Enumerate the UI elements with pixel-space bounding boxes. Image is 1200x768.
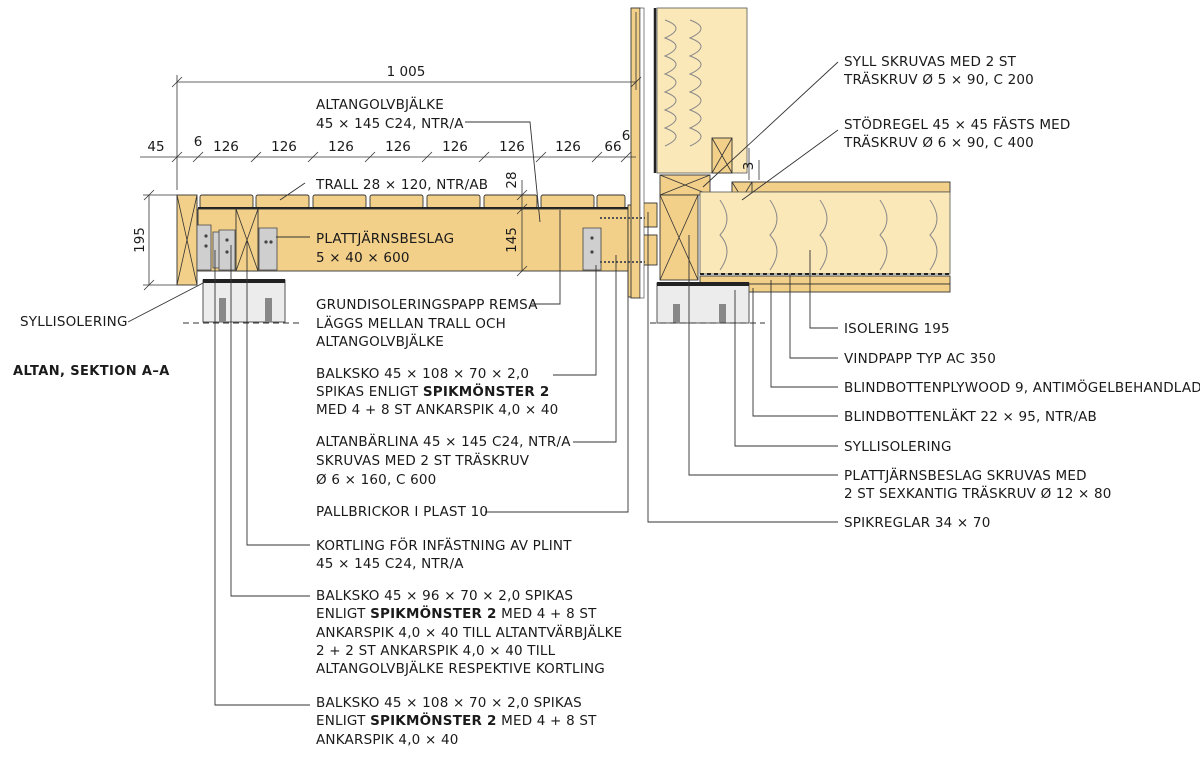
- label-grundisoleringspapp-3: ALTANGOLVBJÄLKE: [316, 332, 444, 350]
- label-plattjarn-skruv-2: 2 ST SEXKANTIG TRÄSKRUV Ø 12 × 80: [844, 484, 1112, 502]
- label-plattjarn-skruv-1: PLATTJÄRNSBESLAG SKRUVAS MED: [844, 466, 1087, 484]
- label-plattjarnsbeslag-1: PLATTJÄRNSBESLAG: [316, 229, 454, 247]
- label-trall: TRALL 28 × 120, NTR/AB: [315, 177, 488, 193]
- label-altangolvbjalke-1: ALTANGOLVBJÄLKE: [316, 95, 444, 113]
- page-title: ALTAN, SEKTION A–A: [13, 364, 170, 379]
- dim-overall: 1 005: [387, 64, 426, 80]
- label-balksko3-1: BALKSKO 45 × 108 × 70 × 2,0 SPIKAS: [316, 695, 582, 711]
- svg-text:45: 45: [147, 139, 164, 155]
- label-altanbarlina-3: Ø 6 × 160, C 600: [316, 472, 436, 488]
- svg-text:28: 28: [504, 171, 520, 188]
- label-isolering: ISOLERING 195: [844, 321, 950, 337]
- label-stodregel-1: STÖDREGEL 45 × 45 FÄSTS MED: [844, 115, 1071, 133]
- label-syllisolering-left: SYLLISOLERING: [20, 314, 128, 330]
- label-blindbottenplywood: BLINDBOTTENPLYWOOD 9, ANTIMÖGELBEHANDLAD: [844, 378, 1200, 396]
- label-stodregel-2: TRÄSKRUV Ø 6 × 90, C 400: [843, 133, 1034, 151]
- dim-ticks: [171, 151, 632, 163]
- label-kortling-2: 45 × 145 C24, NTR/A: [316, 556, 464, 572]
- svg-text:6: 6: [194, 134, 203, 150]
- label-balksko1-1: BALKSKO 45 × 108 × 70 × 2,0: [316, 366, 529, 382]
- house-drawing: [600, 7, 951, 324]
- svg-text:126: 126: [271, 139, 297, 155]
- wall-insulation: [656, 7, 748, 174]
- label-altanbarlina-2: SKRUVAS MED 2 ST TRÄSKRUV: [316, 451, 530, 469]
- label-altangolvbjalke-2: 45 × 145 C24, NTR/A: [316, 116, 464, 132]
- label-blindbottenlakt: BLINDBOTTENLÄKT 22 × 95, NTR/AB: [844, 407, 1097, 425]
- svg-text:195: 195: [132, 227, 148, 253]
- label-balksko3-3: ANKARSPIK 4,0 × 40: [316, 732, 459, 748]
- labels: ALTANGOLVBJÄLKE 45 × 145 C24, NTR/A TRAL…: [13, 54, 1200, 748]
- svg-text:126: 126: [555, 139, 581, 155]
- label-kortling-1: KORTLING FÖR INFÄSTNING AV PLINT: [316, 536, 572, 554]
- label-balksko1-3: MED 4 + 8 ST ANKARSPIK 4,0 × 40: [316, 402, 558, 418]
- label-syll-2: TRÄSKRUV Ø 5 × 90, C 200: [843, 70, 1034, 88]
- label-balksko3-2: ENLIGT SPIKMÖNSTER 2 MED 4 + 8 ST: [316, 711, 597, 729]
- svg-text:126: 126: [385, 139, 411, 155]
- label-balksko2-5: ALTANGOLVBJÄLKE RESPEKTIVE KORTLING: [316, 659, 605, 677]
- svg-text:126: 126: [442, 139, 468, 155]
- label-grundisoleringspapp-2: LÄGGS MELLAN TRALL OCH: [316, 314, 506, 332]
- label-vindpapp: VINDPAPP TYP AC 350: [844, 351, 996, 367]
- label-balksko2-4: 2 + 2 ST ANKARSPIK 4,0 × 40 TILL: [316, 643, 556, 659]
- label-pallbrickor: PALLBRICKOR I PLAST 10: [316, 504, 488, 520]
- label-spikreglar: SPIKREGLAR 34 × 70: [844, 515, 991, 531]
- plint-right: [656, 282, 750, 324]
- label-plattjarnsbeslag-2: 5 × 40 × 600: [316, 250, 410, 266]
- dimensions: 1 005 45 6 126 126 126 126 126 126 126 6…: [132, 12, 760, 291]
- label-grundisoleringspapp-1: GRUNDISOLERINGSPAPP REMSA: [316, 297, 538, 313]
- balksko-shapes: [196, 224, 602, 271]
- plint-left: [202, 279, 286, 323]
- label-altanbarlina-1: ALTANBÄRLINA 45 × 145 C24, NTR/A: [316, 432, 571, 450]
- label-syllisolering-right: SYLLISOLERING: [844, 439, 952, 455]
- leader-lines: [127, 61, 839, 706]
- trall-boards: [199, 194, 626, 209]
- svg-text:66: 66: [604, 139, 621, 155]
- svg-text:126: 126: [213, 139, 239, 155]
- svg-text:145: 145: [504, 227, 520, 253]
- label-balksko2-1: BALKSKO 45 × 96 × 70 × 2,0 SPIKAS: [316, 588, 573, 604]
- svg-text:6: 6: [622, 128, 631, 144]
- svg-text:126: 126: [499, 139, 525, 155]
- papp-strip: [198, 207, 628, 210]
- label-balksko2-2: ENLIGT SPIKMÖNSTER 2 MED 4 + 8 ST: [316, 604, 597, 622]
- svg-text:3: 3: [741, 162, 757, 171]
- svg-text:126: 126: [328, 139, 354, 155]
- label-balksko2-3: ANKARSPIK 4,0 × 40 TILL ALTANTVÄRBJÄLKE: [316, 623, 622, 641]
- label-syll-1: SYLL SKRUVAS MED 2 ST: [844, 54, 1017, 70]
- deck-drawing: [176, 194, 658, 324]
- label-balksko1-2: SPIKAS ENLIGT SPIKMÖNSTER 2: [316, 382, 549, 400]
